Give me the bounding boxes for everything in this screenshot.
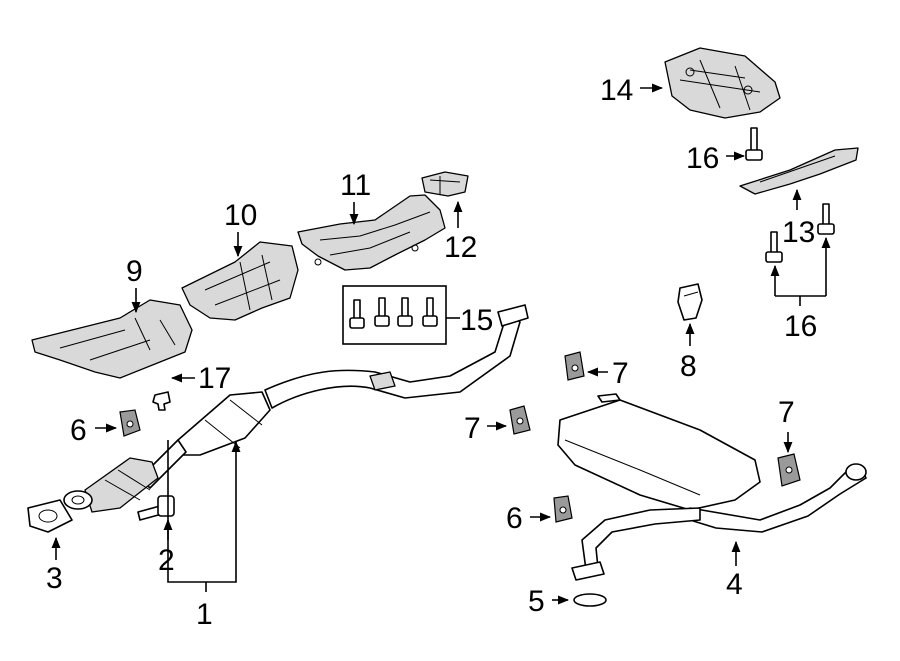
callout-4: 4 <box>726 540 743 601</box>
hanger-part <box>553 495 573 523</box>
callout-16: 16 <box>770 236 831 343</box>
gasket-front-part <box>27 499 73 533</box>
callout-label: 5 <box>528 585 545 618</box>
front-pipe-assembly-part <box>63 304 529 513</box>
callout-13: 13 <box>782 188 815 249</box>
callout-12: 12 <box>444 200 477 264</box>
callout-label: 7 <box>612 357 629 390</box>
callout-17: 17 <box>170 362 231 395</box>
callout-6: 6 <box>70 414 118 447</box>
hanger-part <box>509 405 531 435</box>
callout-9: 9 <box>126 255 143 314</box>
callout-10: 10 <box>224 199 257 258</box>
callout-label: 8 <box>680 350 697 383</box>
callout-label: 7 <box>778 396 795 429</box>
clip-part <box>152 391 171 411</box>
callout-label: 16 <box>686 142 719 175</box>
callout-label: 11 <box>340 169 371 202</box>
muffler-assembly-part <box>557 393 867 581</box>
heat-shield-front-part <box>31 299 193 379</box>
hanger-part <box>777 453 801 487</box>
bracket-part <box>421 171 469 197</box>
callout-label: 6 <box>506 502 523 535</box>
heat-shield-middle-part <box>181 241 299 321</box>
callout-label: 3 <box>46 562 63 595</box>
callout-7: 7 <box>778 396 795 454</box>
callout-11: 11 <box>340 169 371 226</box>
hanger-bracket-part <box>677 283 703 321</box>
bolt-set-box <box>342 285 447 345</box>
callout-14: 14 <box>600 74 664 107</box>
callout-3: 3 <box>46 536 63 595</box>
callout-label: 7 <box>464 412 481 445</box>
callout-label: 13 <box>782 216 815 249</box>
callout-1: 1 <box>167 440 241 631</box>
hanger-part <box>119 409 141 437</box>
bolt-part <box>817 203 835 235</box>
callout-label: 4 <box>726 568 743 601</box>
heat-shield-upper-part <box>297 194 446 271</box>
callout-6: 6 <box>506 502 552 535</box>
callout-label: 15 <box>460 304 493 337</box>
callout-8: 8 <box>680 322 697 383</box>
callout-16: 16 <box>686 142 746 175</box>
oxygen-sensor-part <box>137 495 175 521</box>
heat-shield-rear-part <box>664 47 781 119</box>
callout-label: 12 <box>444 231 477 264</box>
bracket-rear-part <box>739 147 859 195</box>
callout-label: 1 <box>196 598 213 631</box>
callout-label: 9 <box>126 255 143 288</box>
gasket-ring-part <box>573 593 607 607</box>
bolt-part <box>745 127 763 161</box>
callout-label: 14 <box>600 74 633 107</box>
callout-15: 15 <box>446 304 493 337</box>
hanger-part <box>564 351 585 381</box>
callout-label: 10 <box>224 199 257 232</box>
callout-label: 2 <box>158 544 175 577</box>
callout-2: 2 <box>158 518 175 577</box>
callout-7: 7 <box>464 412 508 445</box>
bolt-part <box>765 231 783 263</box>
callout-5: 5 <box>528 585 570 618</box>
callout-label: 17 <box>198 362 231 395</box>
callout-7: 7 <box>586 357 629 390</box>
callout-label: 16 <box>784 310 817 343</box>
callout-label: 6 <box>70 414 87 447</box>
